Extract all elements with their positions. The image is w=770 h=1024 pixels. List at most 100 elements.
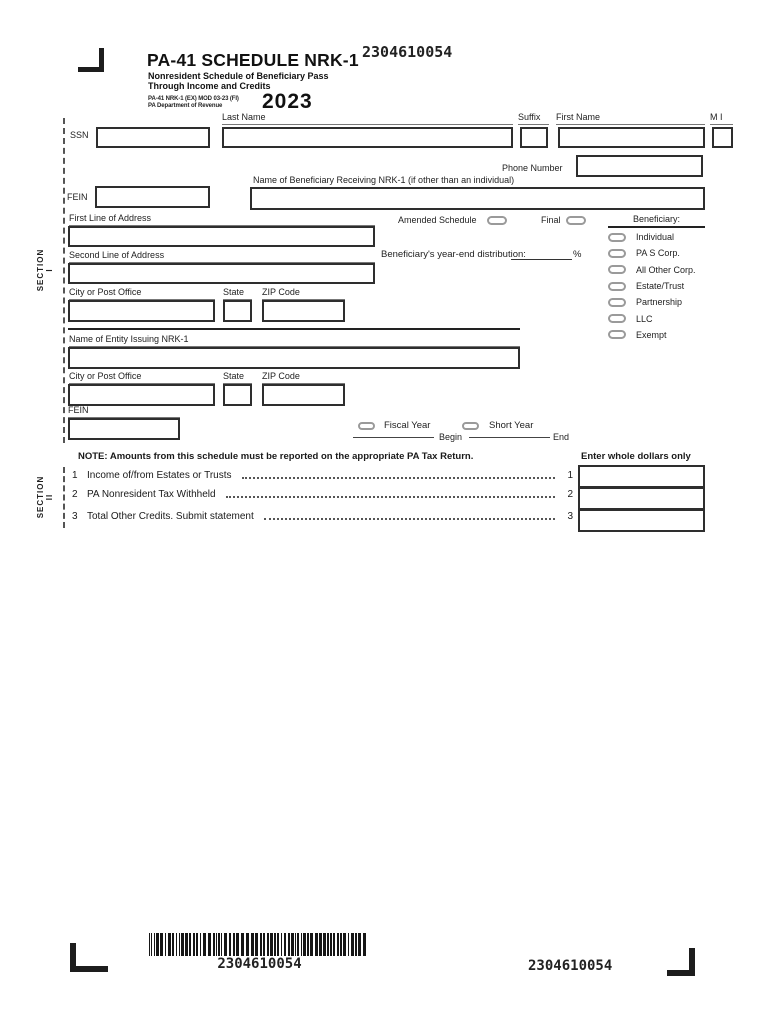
exempt-checkbox[interactable] xyxy=(608,330,626,340)
beneficiary-option-individual: Individual xyxy=(608,229,718,245)
entity-section-divider xyxy=(68,328,520,330)
amended-schedule-checkbox[interactable] xyxy=(487,216,507,225)
form-code: PA-41 NRK-1 (EX) MOD 03-23 (FI) xyxy=(148,96,239,102)
barcode-number: 2304610054 xyxy=(217,956,302,972)
line1-ref: 1 xyxy=(567,470,573,481)
distribution-blank[interactable] xyxy=(511,259,572,260)
all-other-corp-checkbox[interactable] xyxy=(608,265,626,275)
phone-label: Phone Number xyxy=(502,163,563,173)
short-year-checkbox[interactable] xyxy=(462,422,479,430)
tax-year: 2023 xyxy=(262,90,313,113)
line1-amount-input[interactable] xyxy=(578,465,705,488)
ssn-input[interactable] xyxy=(96,127,210,148)
address2-input[interactable] xyxy=(68,263,375,284)
zip-input[interactable] xyxy=(262,300,345,322)
entity-zip-input[interactable] xyxy=(262,384,345,406)
entity-state-input[interactable] xyxy=(223,384,252,406)
estate-trust-checkbox[interactable] xyxy=(608,281,626,291)
fein-input[interactable] xyxy=(95,186,210,208)
partnership-label: Partnership xyxy=(636,297,683,308)
line2-dot-leader xyxy=(225,496,556,498)
state-label: State xyxy=(223,287,252,300)
beneficiary-name-input[interactable] xyxy=(250,187,705,210)
entity-fein-input[interactable] xyxy=(68,418,180,440)
all-other-corp-label: All Other Corp. xyxy=(636,264,696,275)
phone-input[interactable] xyxy=(576,155,703,177)
fein-label: FEIN xyxy=(67,192,88,202)
first-name-input[interactable] xyxy=(558,127,705,148)
line1-row: 1 Income of/from Estates or Trusts 1 xyxy=(72,470,573,481)
line1-label: Income of/from Estates or Trusts xyxy=(87,470,232,481)
beneficiary-name-label: Name of Beneficiary Receiving NRK-1 (if … xyxy=(253,175,515,185)
line3-label: Total Other Credits. Submit statement xyxy=(87,511,254,522)
last-name-input[interactable] xyxy=(222,127,513,148)
beneficiary-type-heading: Beneficiary: xyxy=(608,214,705,228)
section2-word: SECTION xyxy=(36,475,45,519)
fiscal-year-label: Fiscal Year xyxy=(384,420,431,431)
city-input[interactable] xyxy=(68,300,215,322)
beneficiary-option-exempt: Exempt xyxy=(608,327,718,343)
distribution-label: Beneficiary's year-end distribution: xyxy=(381,249,526,260)
exempt-label: Exempt xyxy=(636,329,667,340)
llc-label: LLC xyxy=(636,313,653,324)
individual-checkbox[interactable] xyxy=(608,232,626,242)
entity-name-label: Name of Entity Issuing NRK-1 xyxy=(69,334,520,347)
beneficiary-option-estate-trust: Estate/Trust xyxy=(608,278,718,294)
line3-ref: 3 xyxy=(567,511,573,522)
entity-name-input[interactable] xyxy=(68,347,520,369)
entity-city-label: City or Post Office xyxy=(69,371,215,384)
line1-dot-leader xyxy=(241,477,556,479)
form-subtitle-line2: Through Income and Credits xyxy=(148,81,271,91)
line2-number: 2 xyxy=(72,489,78,500)
begin-label: Begin xyxy=(439,432,463,442)
partnership-checkbox[interactable] xyxy=(608,297,626,307)
line2-row: 2 PA Nonresident Tax Withheld 2 xyxy=(72,489,573,500)
middle-initial-input[interactable] xyxy=(712,127,733,148)
ssn-label: SSN xyxy=(70,130,89,140)
pa-s-corp-checkbox[interactable] xyxy=(608,248,626,258)
registration-mark-bottom-right xyxy=(667,948,695,976)
line2-amount-input[interactable] xyxy=(578,487,705,510)
entity-fein-label: FEIN xyxy=(68,405,180,418)
address2-label: Second Line of Address xyxy=(69,250,375,263)
form-subtitle-line1: Nonresident Schedule of Beneficiary Pass xyxy=(148,71,329,81)
entity-city-input[interactable] xyxy=(68,384,215,406)
barcode xyxy=(149,933,370,956)
agency-name: PA Department of Revenue xyxy=(148,103,223,109)
individual-label: Individual xyxy=(636,232,675,243)
section1-word: SECTION xyxy=(36,248,45,292)
beneficiary-option-all-other-corp: All Other Corp. xyxy=(608,262,718,278)
beneficiary-option-partnership: Partnership xyxy=(608,294,718,310)
first-name-label: First Name xyxy=(556,112,705,125)
line3-amount-input[interactable] xyxy=(578,509,705,532)
address1-input[interactable] xyxy=(68,226,375,247)
estate-trust-label: Estate/Trust xyxy=(636,281,685,292)
city-label: City or Post Office xyxy=(69,287,215,300)
final-checkbox[interactable] xyxy=(566,216,586,225)
entity-state-label: State xyxy=(223,371,252,384)
suffix-label: Suffix xyxy=(518,112,549,125)
form-number-top: 2304610054 xyxy=(362,43,453,61)
section1-numeral: I xyxy=(45,268,54,272)
begin-date-blank[interactable] xyxy=(353,437,434,438)
section2-vertical-label: SECTION II xyxy=(36,476,54,519)
fiscal-year-checkbox[interactable] xyxy=(358,422,375,430)
llc-checkbox[interactable] xyxy=(608,314,626,324)
registration-mark-top-left xyxy=(78,48,104,72)
state-input[interactable] xyxy=(223,300,252,322)
line3-dot-leader xyxy=(263,518,556,520)
last-name-label: Last Name xyxy=(222,112,513,125)
registration-mark-bottom-left xyxy=(70,943,108,972)
section1-vertical-label: SECTION I xyxy=(36,249,54,292)
address1-label: First Line of Address xyxy=(69,213,375,226)
middle-initial-label: M I xyxy=(710,112,733,125)
suffix-input[interactable] xyxy=(520,127,548,148)
entity-zip-label: ZIP Code xyxy=(262,371,345,384)
beneficiary-option-pa-s-corp: PA S Corp. xyxy=(608,245,718,261)
beneficiary-option-llc: LLC xyxy=(608,310,718,326)
distribution-percent: % xyxy=(573,249,582,260)
zip-label: ZIP Code xyxy=(262,287,345,300)
line3-number: 3 xyxy=(72,511,78,522)
end-date-blank[interactable] xyxy=(469,437,550,438)
note-text: NOTE: Amounts from this schedule must be… xyxy=(78,451,474,462)
